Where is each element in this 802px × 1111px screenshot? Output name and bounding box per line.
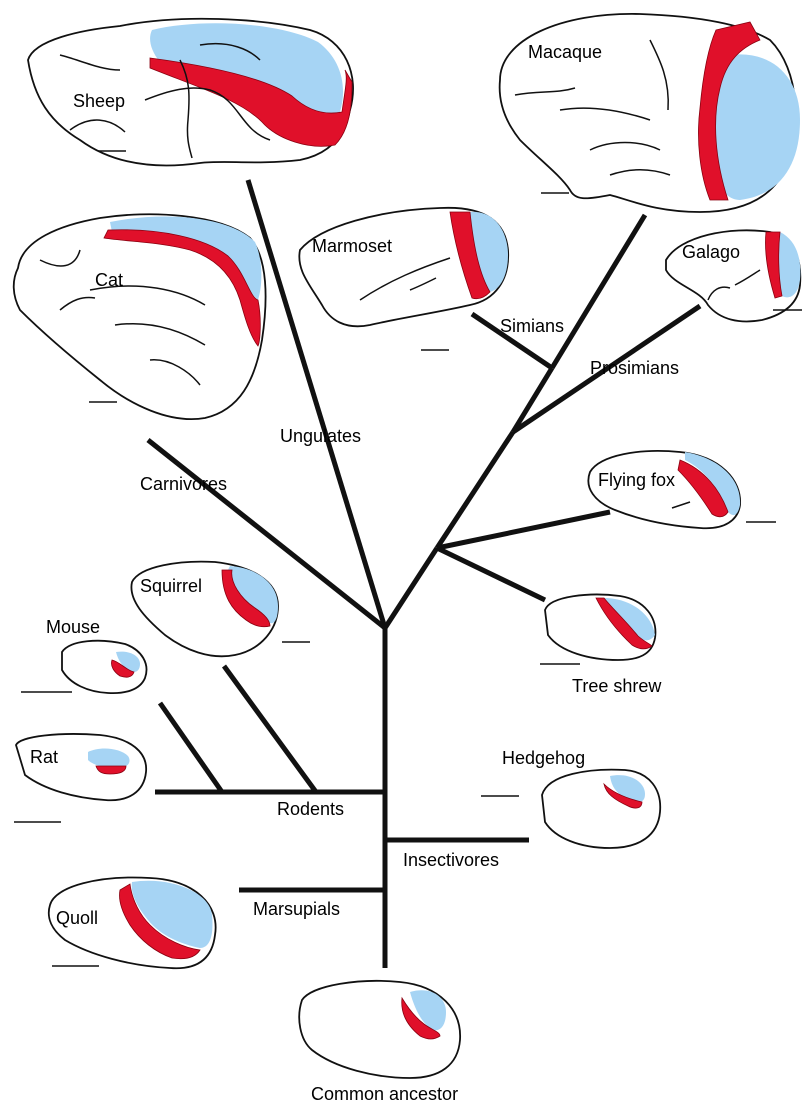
label-flying-fox: Flying fox: [598, 470, 675, 490]
branch-flying-fox: [437, 512, 610, 548]
hedgehog-brain: [481, 770, 660, 848]
label-squirrel: Squirrel: [140, 576, 202, 596]
galago-extrastriate: [779, 232, 801, 297]
label-hedgehog: Hedgehog: [502, 748, 585, 768]
label-prosimians: Prosimians: [590, 358, 679, 378]
label-galago: Galago: [682, 242, 740, 262]
label-rat: Rat: [30, 747, 58, 767]
label-marsupials: Marsupials: [253, 899, 340, 919]
label-rodents: Rodents: [277, 799, 344, 819]
common-ancestor-brain: [299, 981, 460, 1078]
label-cat: Cat: [95, 270, 123, 290]
branch-macaque: [552, 215, 645, 368]
label-ungulates: Ungulates: [280, 426, 361, 446]
label-macaque: Macaque: [528, 42, 602, 62]
label-marmoset: Marmoset: [312, 236, 392, 256]
label-insectivores: Insectivores: [403, 850, 499, 870]
label-mouse: Mouse: [46, 617, 100, 637]
branch-simian-stem: [513, 368, 552, 432]
branch-squirrel: [224, 666, 316, 792]
label-simians: Simians: [500, 316, 564, 336]
branch-primates: [437, 432, 513, 548]
label-common-ancestor: Common ancestor: [311, 1084, 458, 1104]
marmoset-brain: [299, 208, 508, 350]
mouse-brain: [21, 641, 146, 693]
branch-tree-shrew: [437, 548, 545, 600]
cat-brain: [14, 214, 266, 419]
tree-shrew-brain: [540, 595, 655, 664]
label-quoll: Quoll: [56, 908, 98, 928]
branch-right-main: [385, 548, 437, 628]
branch-mouse: [160, 703, 222, 792]
label-tree-shrew: Tree shrew: [572, 676, 662, 696]
label-sheep: Sheep: [73, 91, 125, 111]
label-carnivores: Carnivores: [140, 474, 227, 494]
